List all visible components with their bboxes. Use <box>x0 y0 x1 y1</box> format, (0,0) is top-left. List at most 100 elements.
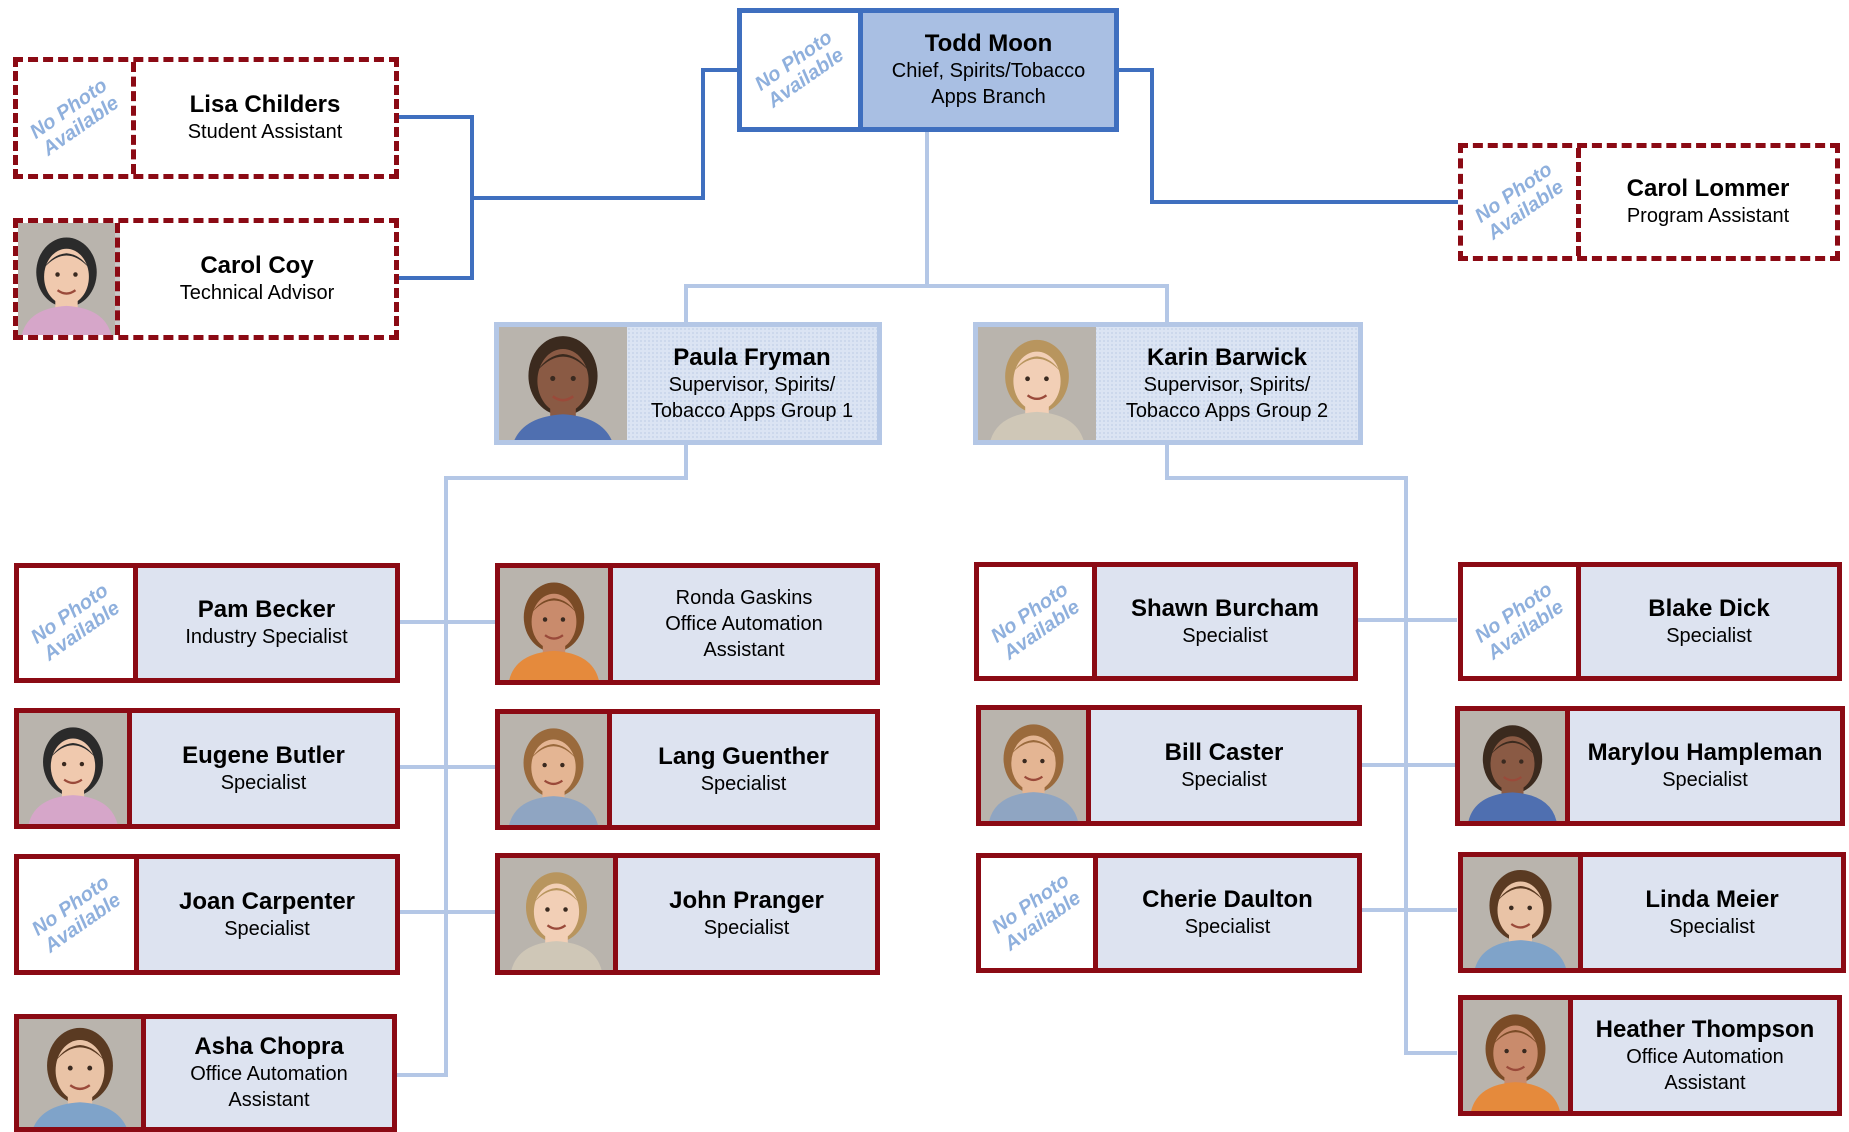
person-photo <box>1463 1000 1573 1111</box>
person-name: Asha Chopra <box>194 1033 344 1060</box>
person-title: Specialist <box>220 771 307 794</box>
person-title: Ronda Gaskins Office Automation Assistan… <box>665 587 823 661</box>
person-name: Marylou Hampleman <box>1587 739 1823 766</box>
person-title: Chief, Spirits/Tobacco Apps Branch <box>891 60 1086 108</box>
person-photo <box>978 327 1096 440</box>
no-photo-placeholder: No Photo Available <box>742 13 863 127</box>
person-title: Specialist <box>703 917 790 939</box>
no-photo-label: No Photo Available <box>1470 158 1568 245</box>
person-title: Specialist <box>1182 624 1268 647</box>
person-name: Lang Guenther <box>658 742 829 770</box>
person-card-ronda-gaskins: Ronda Gaskins Office Automation Assistan… <box>495 563 880 685</box>
connector-group2-trunk <box>1165 442 1457 1055</box>
person-name: Carol Lommer <box>1626 175 1790 202</box>
person-name: Shawn Burcham <box>1130 594 1320 622</box>
connector-chief-left-assistants <box>472 68 740 200</box>
no-photo-placeholder: No Photo Available <box>981 858 1098 968</box>
person-photo <box>19 1019 146 1127</box>
person-title: Specialist <box>1666 624 1752 647</box>
no-photo-label: No Photo Available <box>1470 577 1568 664</box>
connector-supervisor-bar <box>684 284 1169 325</box>
connector-lisa <box>397 115 474 280</box>
person-title: Specialist <box>1184 916 1271 938</box>
person-photo <box>499 327 627 440</box>
no-photo-placeholder: No Photo Available <box>19 568 138 678</box>
person-title: Supervisor, Spirits/ Tobacco Apps Group … <box>650 373 854 422</box>
no-photo-placeholder: No Photo Available <box>979 567 1097 676</box>
person-name: Pam Becker <box>197 596 336 623</box>
no-photo-label: No Photo Available <box>750 26 849 113</box>
person-photo <box>18 223 120 335</box>
no-photo-placeholder: No Photo Available <box>18 62 136 174</box>
person-name: Karin Barwick <box>1146 343 1308 371</box>
no-photo-placeholder: No Photo Available <box>1463 567 1581 676</box>
person-name: Blake Dick <box>1648 594 1770 622</box>
person-photo <box>1460 711 1570 821</box>
no-photo-label: No Photo Available <box>27 870 125 957</box>
no-photo-label: No Photo Available <box>986 577 1084 664</box>
person-title: Office Automation Assistant <box>1626 1045 1784 1094</box>
person-name: Heather Thompson <box>1595 1015 1815 1043</box>
person-name: Joan Carpenter <box>178 887 356 915</box>
no-photo-label: No Photo Available <box>26 579 125 666</box>
person-title: Specialist <box>1662 769 1748 791</box>
person-title: Specialist <box>700 772 787 795</box>
person-photo <box>500 714 612 825</box>
person-name: Carol Coy <box>200 252 314 279</box>
person-title: Industry Specialist <box>185 626 348 648</box>
no-photo-label: No Photo Available <box>25 74 123 161</box>
person-title: Student Assistant <box>187 121 343 143</box>
person-photo <box>981 710 1091 821</box>
person-info: Ronda Gaskins Office Automation Assistan… <box>613 568 875 680</box>
no-photo-placeholder: No Photo Available <box>19 859 139 970</box>
person-name: Lisa Childers <box>189 91 341 118</box>
person-name: Linda Meier <box>1645 885 1779 913</box>
person-photo <box>500 568 613 680</box>
person-title: Specialist <box>1669 915 1755 938</box>
person-photo <box>19 713 132 824</box>
person-title: Specialist <box>1181 768 1267 791</box>
person-name: Todd Moon <box>924 30 1053 57</box>
person-name: Cherie Daulton <box>1142 886 1313 913</box>
no-photo-label: No Photo Available <box>987 869 1086 956</box>
person-name: John Pranger <box>669 887 824 914</box>
person-photo <box>500 858 618 970</box>
connector-group1-trunk <box>395 442 688 1077</box>
no-photo-placeholder: No Photo Available <box>1463 148 1581 256</box>
person-title: Office Automation Assistant <box>190 1063 348 1111</box>
person-photo <box>1463 857 1583 968</box>
